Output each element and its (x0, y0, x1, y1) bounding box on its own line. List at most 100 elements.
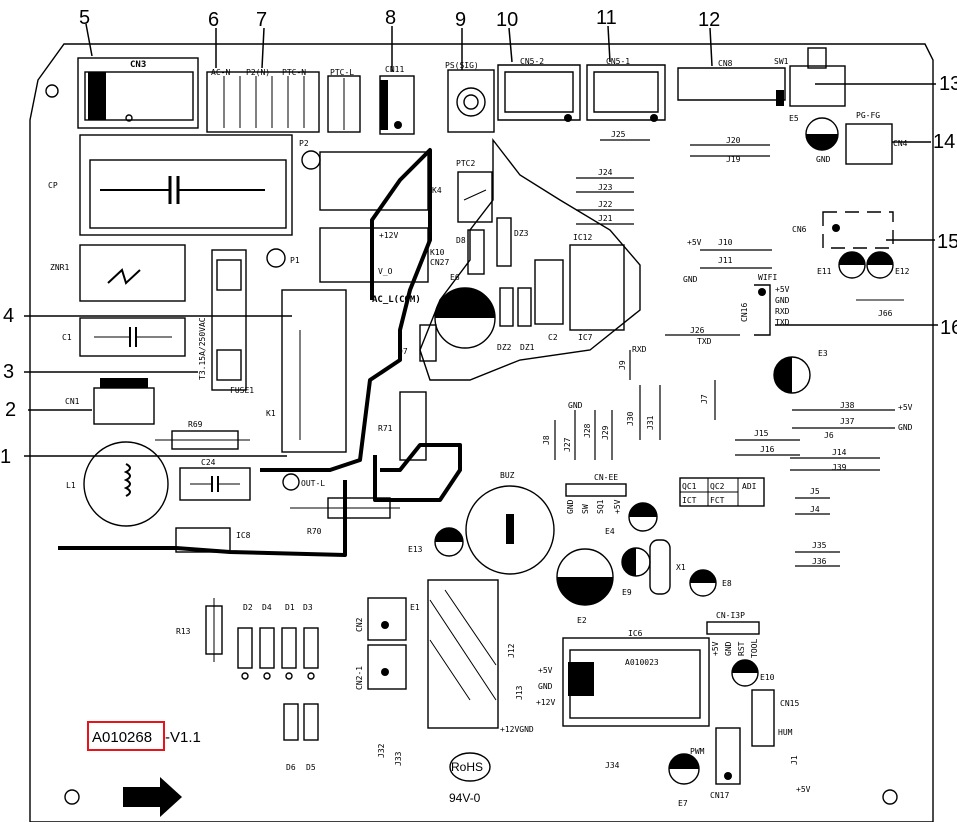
callout-8: 8 (385, 7, 396, 29)
cn4-label: CN4 (893, 139, 908, 148)
l1-label: L1 (66, 481, 76, 490)
d7-label: D7 (398, 347, 408, 356)
j33-label: J33 (394, 751, 403, 766)
r13-label: R13 (176, 627, 191, 636)
net-gnd-b: GND (898, 423, 913, 432)
callouts-right: 13 14 15 16 (933, 73, 957, 339)
k10-label: K10 (430, 248, 445, 257)
net-5v-c: +5V (796, 785, 811, 794)
fct-label: FCT (710, 496, 725, 505)
a010023-label: A010023 (625, 658, 659, 667)
net-labels: +5V GND +5V GND GND RXD TXD +5V (568, 238, 913, 794)
cn27-label: CN27 (430, 258, 449, 267)
buzzer: BUZ (465, 471, 555, 575)
j26-label: J26 (690, 326, 705, 335)
sw1-label: SW1 (774, 57, 789, 66)
ps-sig-connector: PS(SIG) (445, 61, 495, 133)
j11-label: J11 (718, 256, 733, 265)
callouts-top: 5 6 7 8 9 10 11 12 (79, 7, 720, 31)
c24-label: C24 (201, 458, 216, 467)
rohs-mark: RoHS 94V-0 (449, 752, 491, 805)
e2-label: E2 (577, 616, 587, 625)
vertical-jumper-labels: J8 J27 J28 J29 J30 J31 J7 J9 J12 J13 J32… (377, 360, 799, 766)
cn-i3p-rst: RST (737, 641, 746, 656)
ptc-n-label: PTC-N (282, 68, 306, 77)
callout-9: 9 (455, 9, 466, 31)
wifi-gnd: GND (775, 296, 790, 305)
cn3-connector: CN3 (77, 57, 199, 129)
cn-ee-label: CN-EE (594, 473, 618, 482)
r69-label: R69 (188, 420, 203, 429)
wifi-rxd: RXD (775, 307, 790, 316)
znr1-label: ZNR1 (50, 263, 69, 272)
x1-label: X1 (676, 563, 686, 572)
leader-lines (24, 23, 938, 457)
hv-trace-lower (373, 443, 462, 502)
cn15-hum: HUM (778, 728, 793, 737)
diode-array: D2 D4 D1 D3 (237, 603, 319, 680)
cn4-connector: PG-FG CN4 (845, 111, 908, 165)
e3-label: E3 (818, 349, 828, 358)
p-pads: P2 P1 (266, 139, 321, 268)
p2-label: P2 (299, 139, 309, 148)
e7-label: E7 (678, 799, 688, 808)
cn16-label: CN16 (740, 303, 749, 322)
cn15-connector: CN15 HUM (751, 689, 799, 747)
sw1-switch: SW1 (774, 47, 846, 107)
cp-label: CP (48, 181, 58, 190)
j5-label: J5 (810, 487, 820, 496)
dz1-dz2-diodes: DZ2 DZ1 (497, 287, 535, 352)
j14-label: J14 (832, 448, 847, 457)
ptc2: PTC2 (456, 159, 493, 223)
ptc-l-connector: PTC-L (327, 68, 361, 133)
e9-x1: E9 X1 (621, 539, 686, 597)
d6-d5-diodes: D6 D5 (283, 703, 319, 772)
callout-4: 4 (3, 305, 14, 327)
callouts-left: 1 2 3 4 (0, 305, 16, 468)
cp-capacitor: CP (48, 134, 293, 236)
mounting-holes (45, 84, 898, 805)
j23-label: J23 (598, 183, 613, 192)
wifi-txd: TXD (775, 318, 790, 327)
ic6-12v: +12V (536, 698, 555, 707)
j39-label: J39 (832, 463, 847, 472)
j30-label: J30 (626, 411, 635, 426)
ic12-ic7: IC12 IC7 C2 (534, 233, 625, 342)
callout-14: 14 (933, 131, 955, 153)
j35-label: J35 (812, 541, 827, 550)
k4-relay: K4 (319, 151, 442, 211)
e5-capacitor: E5 GND (789, 114, 839, 164)
net-rxd-a: RXD (632, 345, 647, 354)
k4-label: K4 (432, 186, 442, 195)
cn5-1-label: CN5-1 (606, 57, 630, 66)
cn5-2-label: CN5-2 (520, 57, 544, 66)
ic6-label: IC6 (628, 629, 643, 638)
net-gnd-c: GND (568, 401, 583, 410)
fuse-rating: T3.15A/250VAC (198, 317, 207, 380)
e6-label: E6 (450, 273, 460, 282)
j22-label: J22 (598, 200, 613, 209)
j7-label: J7 (700, 394, 709, 404)
ac-terminal-block: AC-N P2(N) PTC-N (206, 68, 320, 133)
hv-trace-main (260, 148, 432, 472)
e5-label: E5 (789, 114, 799, 123)
callout-11: 11 (596, 7, 617, 29)
j27-label: J27 (563, 437, 572, 452)
e1-label: E1 (410, 603, 420, 612)
e13-capacitor: E13 (408, 527, 464, 557)
rating-label: 94V-0 (449, 791, 481, 805)
c2-label: C2 (548, 333, 558, 342)
callout-10: 10 (496, 9, 518, 31)
j8-label: J8 (542, 435, 551, 445)
out-l-label: OUT-L (301, 479, 325, 488)
e9-label: E9 (622, 588, 632, 597)
ac-l-com-label: AC_L(COM) (372, 295, 421, 305)
callout-6: 6 (208, 9, 219, 31)
dz3-label: DZ3 (514, 229, 529, 238)
ict-label: ICT (682, 496, 697, 505)
adi-label: ADI (742, 482, 757, 491)
ic7-label: IC7 (578, 333, 593, 342)
jumper-lines-right (554, 139, 895, 567)
callout-13: 13 (939, 73, 957, 95)
